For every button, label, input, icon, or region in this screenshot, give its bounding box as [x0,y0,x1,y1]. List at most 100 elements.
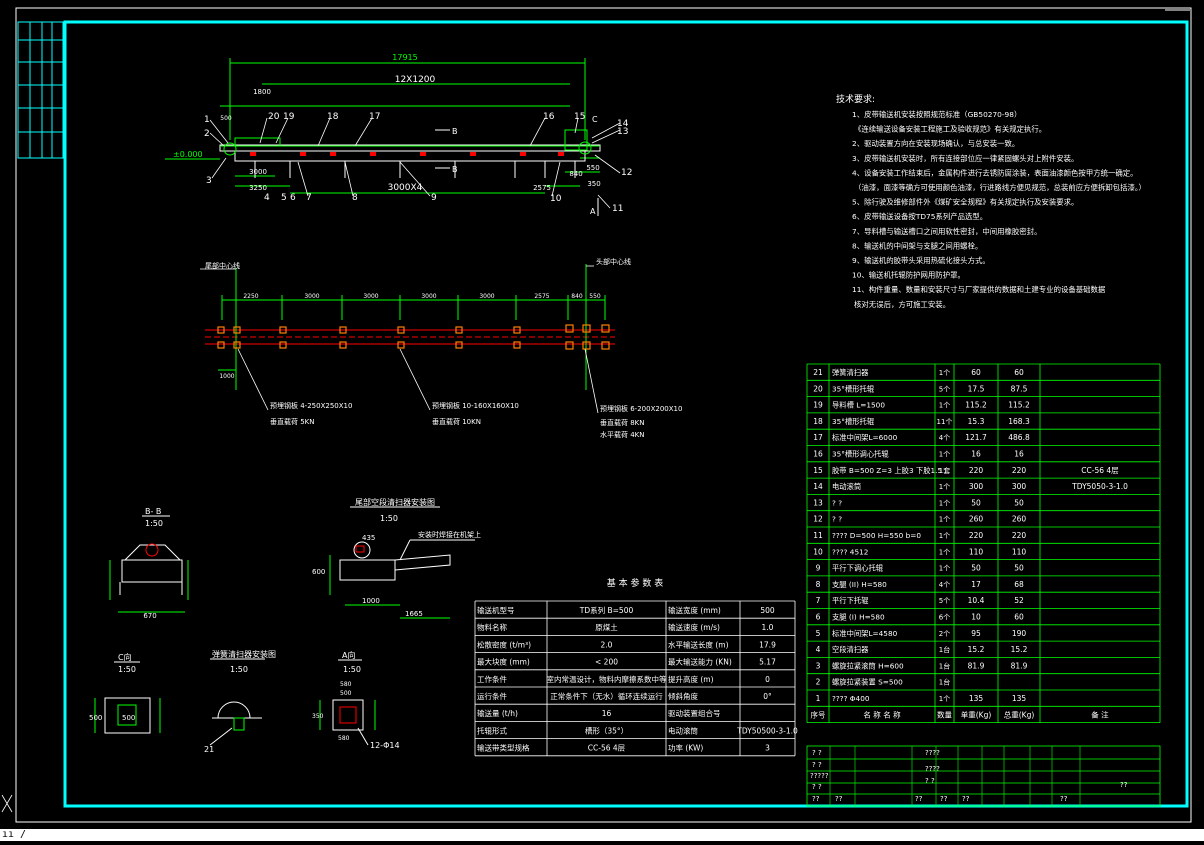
params-label: 最大块度 (mm) [477,657,530,667]
title-block-cell: ???? [925,749,940,757]
leader-2: 2 [204,129,210,139]
leader-5: 5 [281,193,287,203]
bom-unit-weight: 220 [969,531,984,540]
bom-no: 17 [813,433,823,442]
bom-no: 10 [813,547,823,556]
foundation-plan[interactable]: 2250 3000 3000 3000 3000 2575 840 550 10… [200,257,682,439]
section-sweeper[interactable]: 尾部空段清扫器安装图 1:50 安装时焊接在机架上 435 1000 1665 … [312,497,481,619]
params-value-2: 500 [760,606,775,615]
belt-cleaner-scale: 1:50 [230,665,248,674]
leader-6: 6 [290,193,296,203]
bom-no: 3 [816,661,821,670]
plan-dim-3: 3000 [363,293,378,300]
params-label: 托辊形式 [477,725,507,735]
section-bb-title: B- B [145,507,161,516]
bom-qty: 1个 [939,369,950,377]
leader-14: 14 [617,119,629,129]
section-b-mark-2: B [452,165,458,174]
tech-item: 7、导料槽与输送槽口之间用软性密封，中间用橡胶密封。 [852,227,1041,236]
view-belt-cleaner[interactable]: 弹簧清扫器安装图 1:50 21 [204,649,276,754]
bom-total-weight: 486.8 [1008,433,1030,442]
belt-cleaner-title: 弹簧清扫器安装图 [212,649,276,659]
view-a-dim-3: 580 [338,735,350,742]
bom-name: 标准中间架L=4580 [832,629,898,638]
leader-1: 1 [204,115,210,125]
params-value: 原煤土 [595,622,618,632]
params-value: 16 [602,709,612,718]
view-a[interactable]: A向 1:50 580 500 580 350 12-Φ14 [312,650,400,750]
params-label-2: 功率 (KW) [668,743,703,753]
dim-3000: 3000 [249,168,267,176]
bom-header-cell: 单重(Kg) [961,709,992,719]
outer-border [15,7,1192,823]
section-bb[interactable]: B- B 1:50 670 [109,507,189,620]
bom-no: 14 [813,482,823,491]
leader-11: 11 [612,204,623,214]
leader-7: 7 [306,193,312,203]
bom-name: 螺旋拉紧滚筒 H=600 [832,661,904,670]
params-row: 物料名称原煤土输送速度 (m/s)1.0 [477,622,774,632]
params-value-2: 0 [765,675,770,684]
bom-total-weight: 52 [1014,596,1024,605]
tech-item: 8、输送机的中间架与支腿之间用螺栓。 [852,241,982,250]
bom-unit-weight: 15.2 [968,645,985,654]
elevation-view[interactable]: 17915 12X1200 1800 3000 3250 3000X4 2575… [165,53,632,216]
bom-unit-weight: 121.7 [965,433,987,442]
bom-remark: TDY5050-3-1.0 [1071,482,1128,491]
bom-no: 2 [816,678,821,687]
bom-qty: 4个 [939,434,950,442]
bom-no: 8 [816,580,821,589]
tech-item: 3、皮带输送机安装时，所有连接部位应一律紧固螺头对上附件安装。 [852,154,1078,163]
bom-unit-weight: 50 [971,564,981,573]
view-c-scale: 1:50 [118,665,136,674]
bom-name: 支腿 (I) H=580 [832,613,885,622]
note-plate-1: 预埋钢板 4-250X250X10 [270,401,352,410]
status-text: ıı / [2,829,27,840]
bom-unit-weight: 81.9 [968,661,985,670]
sweeper-dim-435: 435 [362,534,375,542]
bom-total-weight: 300 [1012,482,1027,491]
bom-qty: 11个 [937,418,953,426]
bom-no: 20 [813,384,823,393]
bom-total-weight: 220 [1012,466,1027,475]
leader-15: 15 [574,112,585,122]
dim-840: 840 [569,170,582,178]
view-c-dim-2: 500 [122,714,135,722]
bom-unit-weight: 95 [971,629,981,638]
view-a-dim-2: 500 [340,690,352,697]
view-c[interactable]: C向 1:50 500 500 [89,652,161,734]
params-value-2: 17.9 [759,640,776,649]
technical-requirements: 技术要求:1、皮带输送机安装按照规范标准（GB50270-98）《连续输送设备安… [836,93,1146,309]
bom-qty: 1个 [939,402,950,410]
tech-item: 2、驱动装置方向在安装现场确认，与总安装一致。 [852,139,1019,148]
bom-qty: 4个 [939,581,950,589]
tech-item: 5、除行驶及维修部件外《煤矿安全规程》有关规定执行及安装要求。 [852,198,1078,207]
leader-13: 13 [617,127,628,137]
bom-qty: 1个 [939,532,950,540]
bom-total-weight: 16 [1014,450,1024,459]
title-block[interactable]: ? ?????? ??????????? ???? ????????????? [806,745,1161,807]
bom-no: 9 [816,564,821,573]
bom-name: 支腿 (II) H=580 [832,580,887,589]
bom-name: 空段清扫器 [832,645,869,654]
bom-total-weight: 50 [1014,564,1024,573]
bom-header-cell: 数量 [937,709,952,719]
bom-no: 18 [813,417,823,426]
plan-dim-6: 2575 [534,293,549,300]
bom-qty: 1个 [939,451,950,459]
elevation-mark: ±0.000 [173,150,203,159]
leader-17: 17 [369,112,380,122]
